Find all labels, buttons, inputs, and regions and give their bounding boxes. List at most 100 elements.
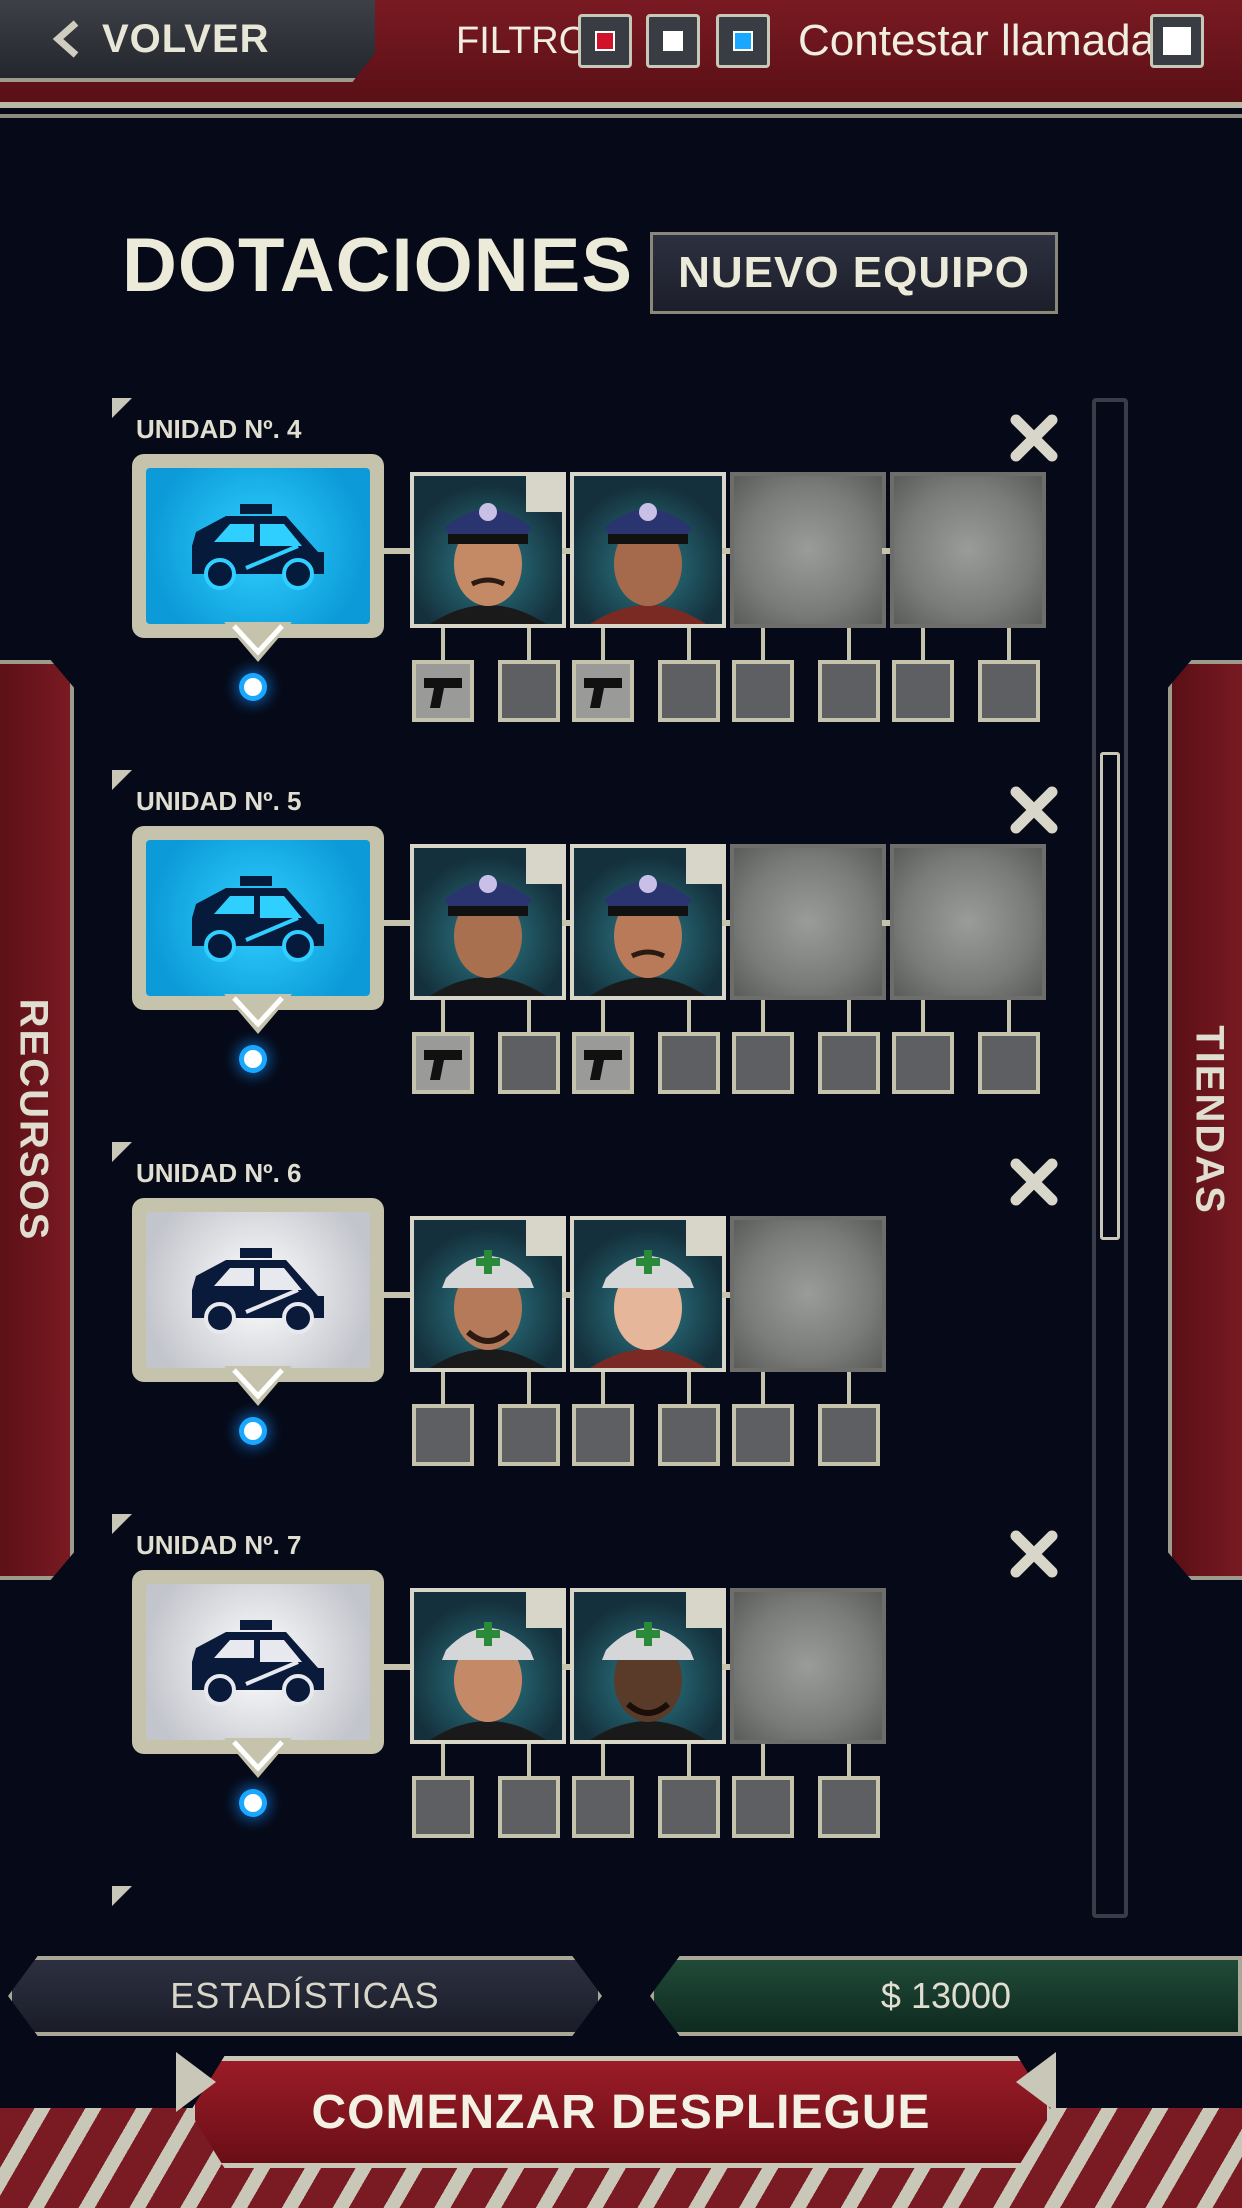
item-connector xyxy=(761,1372,765,1404)
scrollbar-thumb[interactable] xyxy=(1100,752,1120,1240)
crew-slot[interactable] xyxy=(410,1588,566,1744)
item-connector xyxy=(921,1000,925,1032)
crew-slot-empty[interactable] xyxy=(890,844,1046,1000)
item-slot[interactable] xyxy=(818,1776,880,1838)
item-slot[interactable] xyxy=(818,1404,880,1466)
item-connector xyxy=(687,628,691,660)
close-icon[interactable] xyxy=(1008,1156,1060,1208)
crew-slot[interactable] xyxy=(410,844,566,1000)
vehicle-screen xyxy=(146,468,370,624)
item-slot[interactable] xyxy=(498,1032,560,1094)
item-slot[interactable] xyxy=(732,1032,794,1094)
shops-tab[interactable]: TIENDAS xyxy=(1168,660,1242,1580)
vehicle-slot[interactable] xyxy=(132,1570,384,1778)
item-slot[interactable] xyxy=(732,660,794,722)
item-connector xyxy=(601,1000,605,1032)
item-slot[interactable] xyxy=(892,1032,954,1094)
filter-label: FILTRO xyxy=(456,20,589,62)
vehicle-slot[interactable] xyxy=(132,454,384,662)
filter-blue-swatch xyxy=(733,31,753,51)
item-slot[interactable] xyxy=(732,1404,794,1466)
unit-row: UNIDAD Nº. 4 xyxy=(0,396,1242,768)
scrollbar-track[interactable] xyxy=(1092,398,1128,1918)
item-slot[interactable] xyxy=(412,1404,474,1466)
crew-slot[interactable] xyxy=(570,1216,726,1372)
item-slot[interactable] xyxy=(658,1032,720,1094)
status-indicator xyxy=(244,1422,262,1440)
vehicle-slot[interactable] xyxy=(132,826,384,1034)
item-slot[interactable] xyxy=(658,660,720,722)
police-officer-portrait xyxy=(574,476,722,624)
filter-red-checkbox[interactable] xyxy=(578,14,632,68)
answer-calls-label: Contestar llamadas xyxy=(798,16,1178,65)
crew-slot[interactable] xyxy=(410,1216,566,1372)
item-connector xyxy=(527,628,531,660)
filter-white-checkbox[interactable] xyxy=(646,14,700,68)
crew-slot-empty[interactable] xyxy=(890,472,1046,628)
filter-blue-checkbox[interactable] xyxy=(716,14,770,68)
unit-row: UNIDAD Nº. 7 xyxy=(0,1512,1242,1884)
crew-slot-empty[interactable] xyxy=(730,844,886,1000)
item-slot[interactable] xyxy=(572,1032,634,1094)
rank-chevrons-icon xyxy=(686,1592,722,1628)
answer-calls-checkbox[interactable] xyxy=(1150,14,1204,68)
crew-slot[interactable] xyxy=(410,472,566,628)
corner-marker xyxy=(112,770,132,790)
vehicle-slot[interactable] xyxy=(132,1198,384,1406)
connector xyxy=(882,920,896,926)
top-bar: VOLVER FILTRO Contestar llamadas xyxy=(0,0,1242,118)
close-icon[interactable] xyxy=(1008,412,1060,464)
item-slot[interactable] xyxy=(818,660,880,722)
item-connector xyxy=(527,1744,531,1776)
police-car-icon xyxy=(192,504,324,590)
connector xyxy=(384,548,412,554)
item-slot[interactable] xyxy=(978,660,1040,722)
item-slot[interactable] xyxy=(658,1776,720,1838)
crew-slot[interactable] xyxy=(570,1588,726,1744)
item-slot[interactable] xyxy=(498,1776,560,1838)
close-icon[interactable] xyxy=(1008,1528,1060,1580)
item-connector xyxy=(441,1000,445,1032)
item-slot[interactable] xyxy=(412,1776,474,1838)
item-slot[interactable] xyxy=(732,1776,794,1838)
crew-slot-empty[interactable] xyxy=(730,1216,886,1372)
item-slot[interactable] xyxy=(818,1032,880,1094)
unit-name: UNIDAD Nº. 7 xyxy=(136,1530,302,1560)
corner-marker xyxy=(112,1142,132,1162)
money-display: $ 13000 xyxy=(650,1956,1242,2036)
rank-chevrons-icon xyxy=(526,476,562,512)
back-button[interactable]: VOLVER xyxy=(0,0,375,82)
crew-slot[interactable] xyxy=(570,844,726,1000)
close-icon[interactable] xyxy=(1008,784,1060,836)
item-slot[interactable] xyxy=(498,660,560,722)
crew-slot-empty[interactable] xyxy=(730,472,886,628)
ambulance-icon xyxy=(192,1620,324,1706)
crew-slot[interactable] xyxy=(570,472,726,628)
vehicle-screen xyxy=(146,1212,370,1368)
crew-slot-empty[interactable] xyxy=(730,1588,886,1744)
item-slot[interactable] xyxy=(572,1404,634,1466)
item-slot[interactable] xyxy=(572,660,634,722)
chevron-down-icon xyxy=(224,622,292,662)
item-connector xyxy=(687,1744,691,1776)
item-slot[interactable] xyxy=(572,1776,634,1838)
back-label: VOLVER xyxy=(102,16,270,61)
item-slot[interactable] xyxy=(978,1032,1040,1094)
item-connector xyxy=(601,1744,605,1776)
item-connector xyxy=(601,1372,605,1404)
item-slot[interactable] xyxy=(412,660,474,722)
connector xyxy=(384,920,412,926)
item-connector xyxy=(847,628,851,660)
pistol-icon xyxy=(584,678,622,708)
arrow-left-icon xyxy=(1016,2052,1056,2112)
item-slot[interactable] xyxy=(892,660,954,722)
statistics-button[interactable]: ESTADÍSTICAS xyxy=(8,1956,602,2036)
item-slot[interactable] xyxy=(658,1404,720,1466)
item-slot[interactable] xyxy=(412,1032,474,1094)
start-deployment-button[interactable]: COMENZAR DESPLIEGUE xyxy=(190,2056,1052,2168)
item-slot[interactable] xyxy=(498,1404,560,1466)
new-team-button[interactable]: NUEVO EQUIPO xyxy=(650,232,1058,314)
status-indicator xyxy=(244,1050,262,1068)
resources-tab[interactable]: RECURSOS xyxy=(0,660,74,1580)
rank-chevron-icon xyxy=(686,1220,722,1256)
